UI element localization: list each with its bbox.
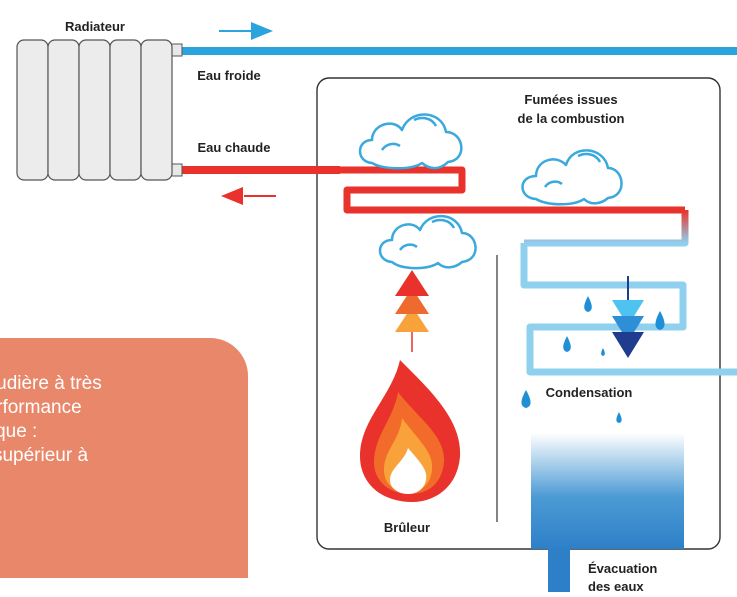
drain-pipe — [548, 549, 570, 592]
label-eau-froide: Eau froide — [197, 68, 261, 83]
heat-exchanger-coil-hot — [180, 166, 685, 214]
cold-water-pipe — [180, 47, 737, 55]
condensation-down-arrow — [612, 276, 644, 358]
callout-line: S supérieur à — [0, 445, 89, 466]
label-fumees-line1: Fumées issues — [524, 92, 617, 107]
heat-up-arrow — [395, 270, 429, 352]
label-evacuation-line2: des eaux — [588, 579, 644, 592]
boiler-casing — [316, 77, 721, 550]
label-condensation: Condensation — [546, 385, 633, 400]
cloud-icon — [358, 113, 463, 170]
label-evacuation-line1: Évacuation — [588, 561, 657, 576]
label-fumees-line2: de la combustion — [518, 111, 625, 126]
label-eau-chaude: Eau chaude — [198, 140, 271, 155]
water-drop-icon — [521, 296, 665, 423]
cloud-icon — [521, 149, 623, 206]
label-bruleur: Brûleur — [384, 520, 430, 535]
callout-text: haudière à très performance étique : S s… — [0, 372, 248, 468]
flame-icon — [360, 360, 461, 502]
hot-flow-arrow — [221, 187, 276, 205]
heat-exchanger-coil-cold — [520, 243, 737, 376]
callout-line: étique : — [0, 421, 38, 442]
condensate-tank — [531, 433, 684, 549]
radiator — [16, 39, 183, 181]
cloud-icon — [378, 214, 477, 270]
callout-line: haudière à très — [0, 373, 102, 394]
label-radiateur: Radiateur — [65, 19, 125, 34]
heat-exchanger-coil-transition — [524, 210, 689, 247]
info-callout: haudière à très performance étique : S s… — [0, 338, 248, 578]
cold-flow-arrow — [219, 22, 273, 40]
callout-line: performance — [0, 397, 82, 418]
